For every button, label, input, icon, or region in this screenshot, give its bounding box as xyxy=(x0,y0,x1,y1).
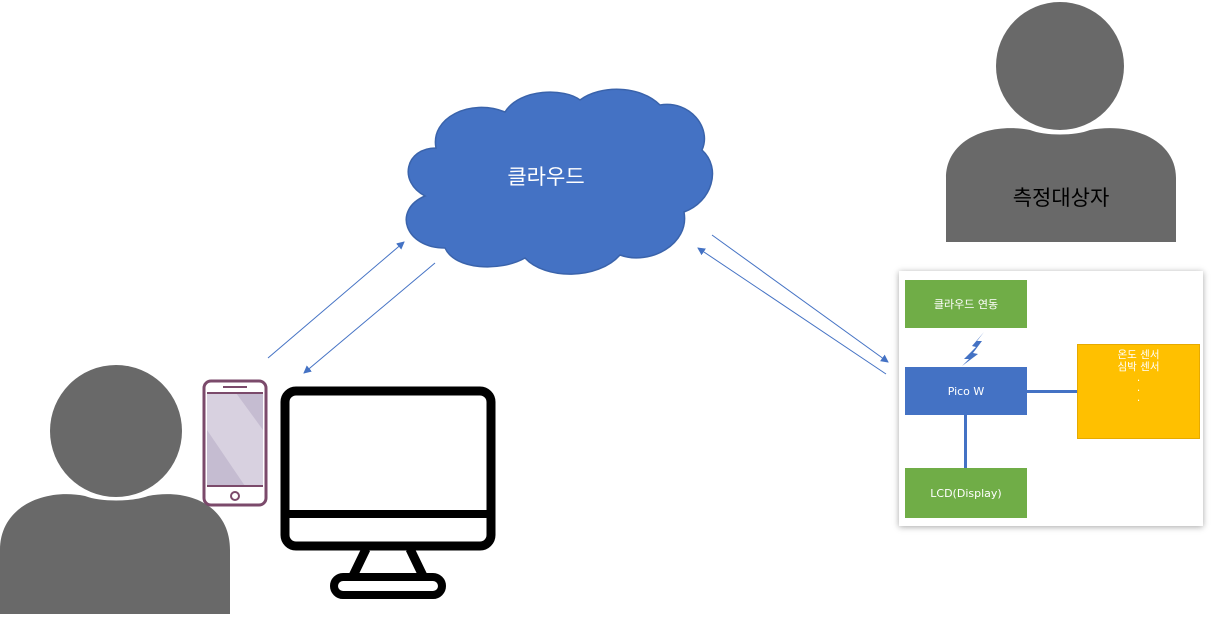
smartphone-icon xyxy=(202,379,268,507)
sensor-box: 온도 센서 심박 센서 . . . xyxy=(1077,344,1200,439)
cloud-link-label: 클라우드 연동 xyxy=(933,298,999,311)
sensor-more-dot: . xyxy=(1136,372,1141,384)
mcu-to-sensor-line xyxy=(1027,390,1077,393)
arrow-user-to-cloud xyxy=(267,241,405,359)
cloud-label: 클라우드 xyxy=(507,165,584,189)
sensor-temperature-label: 온도 센서 xyxy=(1117,349,1160,361)
arrow-cloud-to-user xyxy=(303,262,436,374)
display-box: LCD(Display) xyxy=(905,468,1027,518)
subject-person-icon: 측정대상자 xyxy=(946,2,1176,242)
sensor-more-dot: . xyxy=(1136,382,1141,394)
sensor-more-dot: . xyxy=(1136,392,1141,404)
display-label: LCD(Display) xyxy=(930,486,1002,500)
subject-label: 측정대상자 xyxy=(1013,186,1110,210)
wireless-bolt-icon xyxy=(962,332,984,366)
sensor-heartrate-label: 심박 센서 xyxy=(1117,361,1160,373)
user-person-icon xyxy=(0,365,230,614)
arrow-cloud-to-device xyxy=(711,234,889,363)
cloud-shape: 클라우드 xyxy=(405,88,714,275)
device-block-panel: 클라우드 연동 Pico W LCD(Display) 온도 센서 심박 센서 … xyxy=(899,271,1203,526)
arrow-device-to-cloud xyxy=(697,247,887,375)
mcu-label: Pico W xyxy=(947,384,985,398)
mcu-to-display-line xyxy=(964,415,967,468)
cloud-link-box: 클라우드 연동 xyxy=(905,280,1027,328)
monitor-icon xyxy=(280,386,496,599)
mcu-box: Pico W xyxy=(905,367,1027,415)
